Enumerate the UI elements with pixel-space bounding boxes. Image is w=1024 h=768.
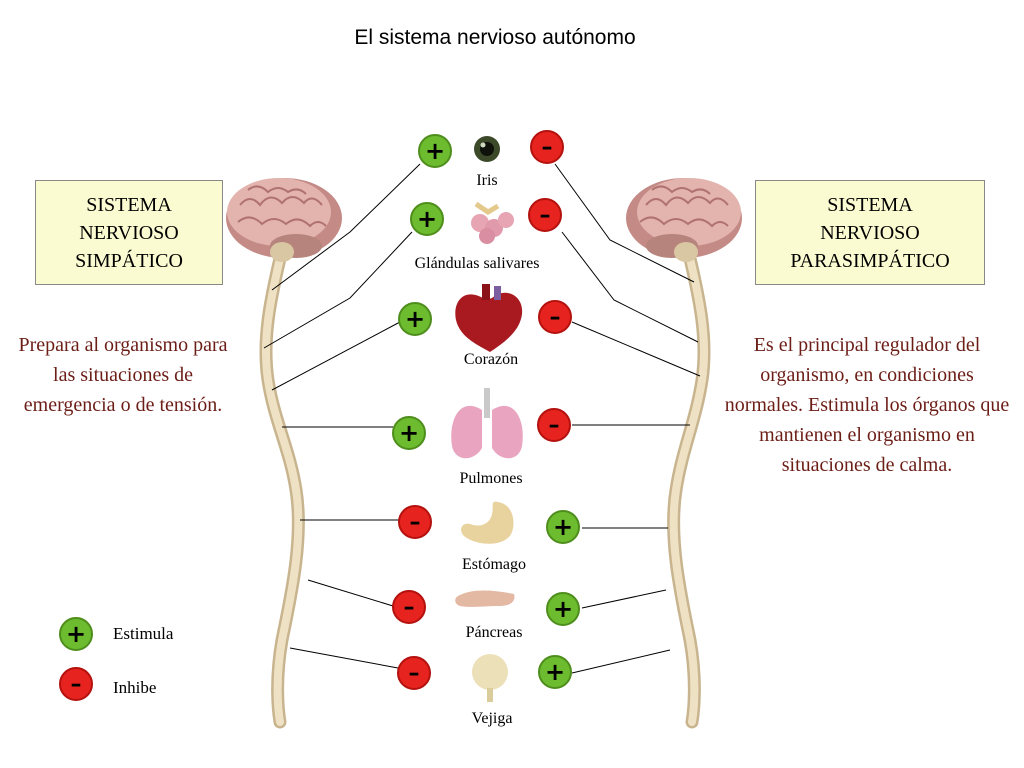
sympathetic-badge-stomach: – [398, 505, 432, 539]
legend-stimulate-badge: + [59, 617, 93, 651]
heart-icon [455, 284, 523, 352]
eye-icon [474, 136, 500, 162]
sympathetic-badge-lungs: + [392, 416, 426, 450]
organ-label-bladder: Vejiga [471, 710, 513, 727]
parasympathetic-box-line: SISTEMA [827, 193, 913, 216]
parasympathetic-badge-lungs: – [537, 408, 571, 442]
right-brain-icon [626, 178, 742, 262]
parasympathetic-connectors [554, 163, 701, 674]
organ-label-pancreas: Páncreas [465, 624, 523, 641]
lungs-icon [451, 388, 523, 459]
sympathetic-box-line: NERVIOSO [79, 221, 179, 244]
sympathetic-badge-heart: + [398, 302, 432, 336]
parasympathetic-box-line: PARASIMPÁTICO [790, 249, 950, 272]
parasympathetic-badge-heart: – [538, 300, 572, 334]
sympathetic-box-line: SISTEMA [86, 193, 172, 216]
parasympathetic-box-line: NERVIOSO [820, 221, 920, 244]
organ-label-iris: Iris [476, 172, 498, 189]
sympathetic-badge-iris: + [418, 134, 452, 168]
sympathetic-connectors [263, 163, 421, 669]
organ-label-heart: Corazón [463, 351, 519, 368]
stomach-icon [461, 501, 514, 544]
organ-label-stomach: Estómago [462, 556, 526, 573]
pancreas-icon [455, 590, 515, 607]
parasympathetic-system-box: SISTEMA NERVIOSO PARASIMPÁTICO [755, 180, 985, 285]
left-brain-icon [226, 178, 342, 262]
parasympathetic-badge-stomach: + [546, 510, 580, 544]
parasympathetic-badge-iris: – [530, 130, 564, 164]
legend-stimulate-label: Estimula [113, 624, 174, 643]
legend-inhibit-label: Inhibe [113, 678, 157, 697]
parasympathetic-description: Es el principal regulador del organismo,… [724, 334, 1010, 476]
page-title: El sistema nervioso autónomo [354, 26, 636, 49]
legend-inhibit-badge: – [59, 667, 93, 701]
sympathetic-box-line: SIMPÁTICO [75, 249, 183, 272]
parasympathetic-badge-pancreas: + [546, 592, 580, 626]
parasympathetic-badge-bladder: + [538, 655, 572, 689]
salivary-gland-icon [471, 201, 514, 244]
sympathetic-badge-salivary-glands: + [410, 202, 444, 236]
organ-label-lungs: Pulmones [459, 470, 523, 487]
sympathetic-badge-bladder: – [397, 656, 431, 690]
organ-label-salivary-glands: Glándulas salivares [414, 255, 540, 272]
parasympathetic-badge-salivary-glands: – [528, 198, 562, 232]
sympathetic-badge-pancreas: – [392, 590, 426, 624]
sympathetic-description: Prepara al organismo para las situacione… [18, 334, 228, 416]
sympathetic-system-box: SISTEMA NERVIOSO SIMPÁTICO [35, 180, 223, 285]
bladder-icon [472, 654, 508, 702]
